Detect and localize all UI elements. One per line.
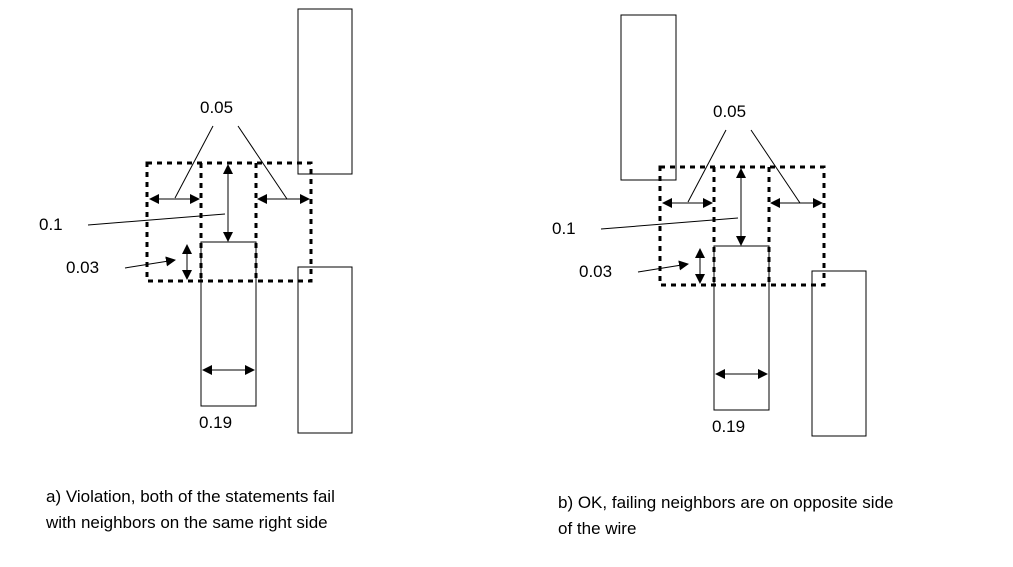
caption-a-line2: with neighbors on the same right side [46, 513, 328, 532]
offset-label: 0.03 [579, 262, 612, 281]
spacing-label: 0.05 [713, 102, 746, 121]
dashed-region [145, 161, 313, 283]
leader-line [600, 217, 739, 230]
leader-line [87, 213, 226, 226]
leader-arrow [124, 256, 176, 269]
panel-a-diagram: 0.05 0.1 0.03 0.19 [39, 8, 353, 434]
height-label: 0.1 [552, 219, 576, 238]
neighbor-wire-bottom-right [811, 270, 867, 437]
height-label: 0.1 [39, 215, 63, 234]
wire [713, 245, 770, 411]
leader-line [237, 125, 288, 200]
offset-label: 0.03 [66, 258, 99, 277]
caption-b-line1: b) OK, failing neighbors are on opposite… [558, 493, 894, 512]
panel-b-diagram: 0.05 0.1 0.03 0.19 [552, 14, 867, 437]
neighbor-wire-top-left [620, 14, 677, 181]
caption-b-line2: of the wire [558, 519, 637, 538]
leader-line [687, 129, 727, 203]
leader-line [750, 129, 801, 204]
spacing-label: 0.05 [200, 98, 233, 117]
neighbor-wire-bottom-right [297, 266, 353, 434]
wire [200, 241, 257, 407]
dashed-region [658, 165, 826, 287]
caption-b: b) OK, failing neighbors are on opposite… [558, 490, 893, 542]
caption-a-line1: a) Violation, both of the statements fai… [46, 487, 335, 506]
width-label: 0.19 [712, 417, 745, 436]
leader-arrow [637, 260, 689, 273]
leader-line [174, 125, 214, 199]
neighbor-wire-top-right [297, 8, 353, 175]
caption-a: a) Violation, both of the statements fai… [46, 484, 335, 536]
width-label: 0.19 [199, 413, 232, 432]
